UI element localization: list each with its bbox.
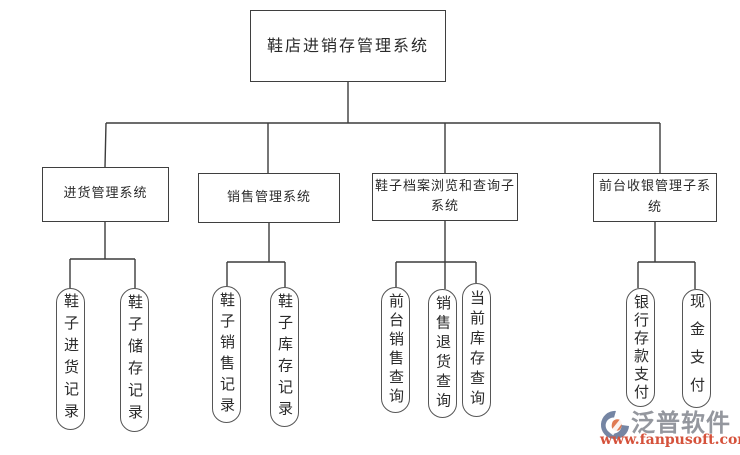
node-branch-cashier-label: 前台收银管理子系 统: [598, 179, 711, 215]
capsule-bank-deposit-payment-label: 银行存款支付: [632, 293, 650, 402]
capsule-frontdesk-sales-query-label: 前台销售查询: [387, 293, 405, 407]
capsule-frontdesk-sales-query: 前台销售查询: [381, 287, 410, 413]
capsule-inventory-record: 鞋子库存记录: [270, 287, 299, 427]
node-branch-purchase-label: 进货管理系统: [63, 186, 148, 202]
capsule-cash-payment: 现金支付: [682, 289, 711, 408]
watermark-url: www.fanpusoft.com: [600, 432, 740, 448]
capsule-bank-deposit-payment: 银行存款支付: [626, 288, 655, 407]
watermark: 泛普软件 www.fanpusoft.com: [598, 402, 740, 452]
capsule-current-inventory-query: 当前库存查询: [462, 283, 491, 417]
node-branch-purchase: 进货管理系统: [42, 167, 169, 222]
capsule-sales-return-query: 销售退货查询: [428, 289, 457, 418]
capsule-sales-record: 鞋子销售记录: [212, 286, 241, 423]
capsule-purchase-record: 鞋子进货记录: [56, 288, 85, 430]
capsule-sales-record-label: 鞋子销售记录: [218, 291, 236, 418]
capsule-storage-record: 鞋子储存记录: [120, 288, 149, 432]
node-branch-sales-label: 销售管理系统: [226, 189, 311, 205]
node-branch-cashier: 前台收银管理子系 统: [593, 173, 717, 222]
capsule-storage-record-label: 鞋子储存记录: [126, 294, 144, 426]
capsule-cash-payment-label: 现金支付: [688, 292, 706, 405]
node-root-label: 鞋店进销存管理系统: [266, 35, 429, 55]
fanpu-logo-icon: [600, 410, 630, 440]
node-root: 鞋店进销存管理系统: [250, 10, 446, 82]
capsule-inventory-record-label: 鞋子库存记录: [276, 292, 294, 422]
capsule-purchase-record-label: 鞋子进货记录: [62, 293, 80, 425]
node-branch-archive-query-label: 鞋子档案浏览和查询子 系统: [374, 178, 515, 214]
capsule-current-inventory-query-label: 当前库存查询: [468, 290, 486, 410]
node-branch-sales: 销售管理系统: [198, 173, 340, 223]
watermark-brand: 泛普软件: [631, 409, 731, 437]
node-branch-archive-query: 鞋子档案浏览和查询子 系统: [372, 173, 518, 221]
capsule-sales-return-query-label: 销售退货查询: [434, 295, 452, 412]
